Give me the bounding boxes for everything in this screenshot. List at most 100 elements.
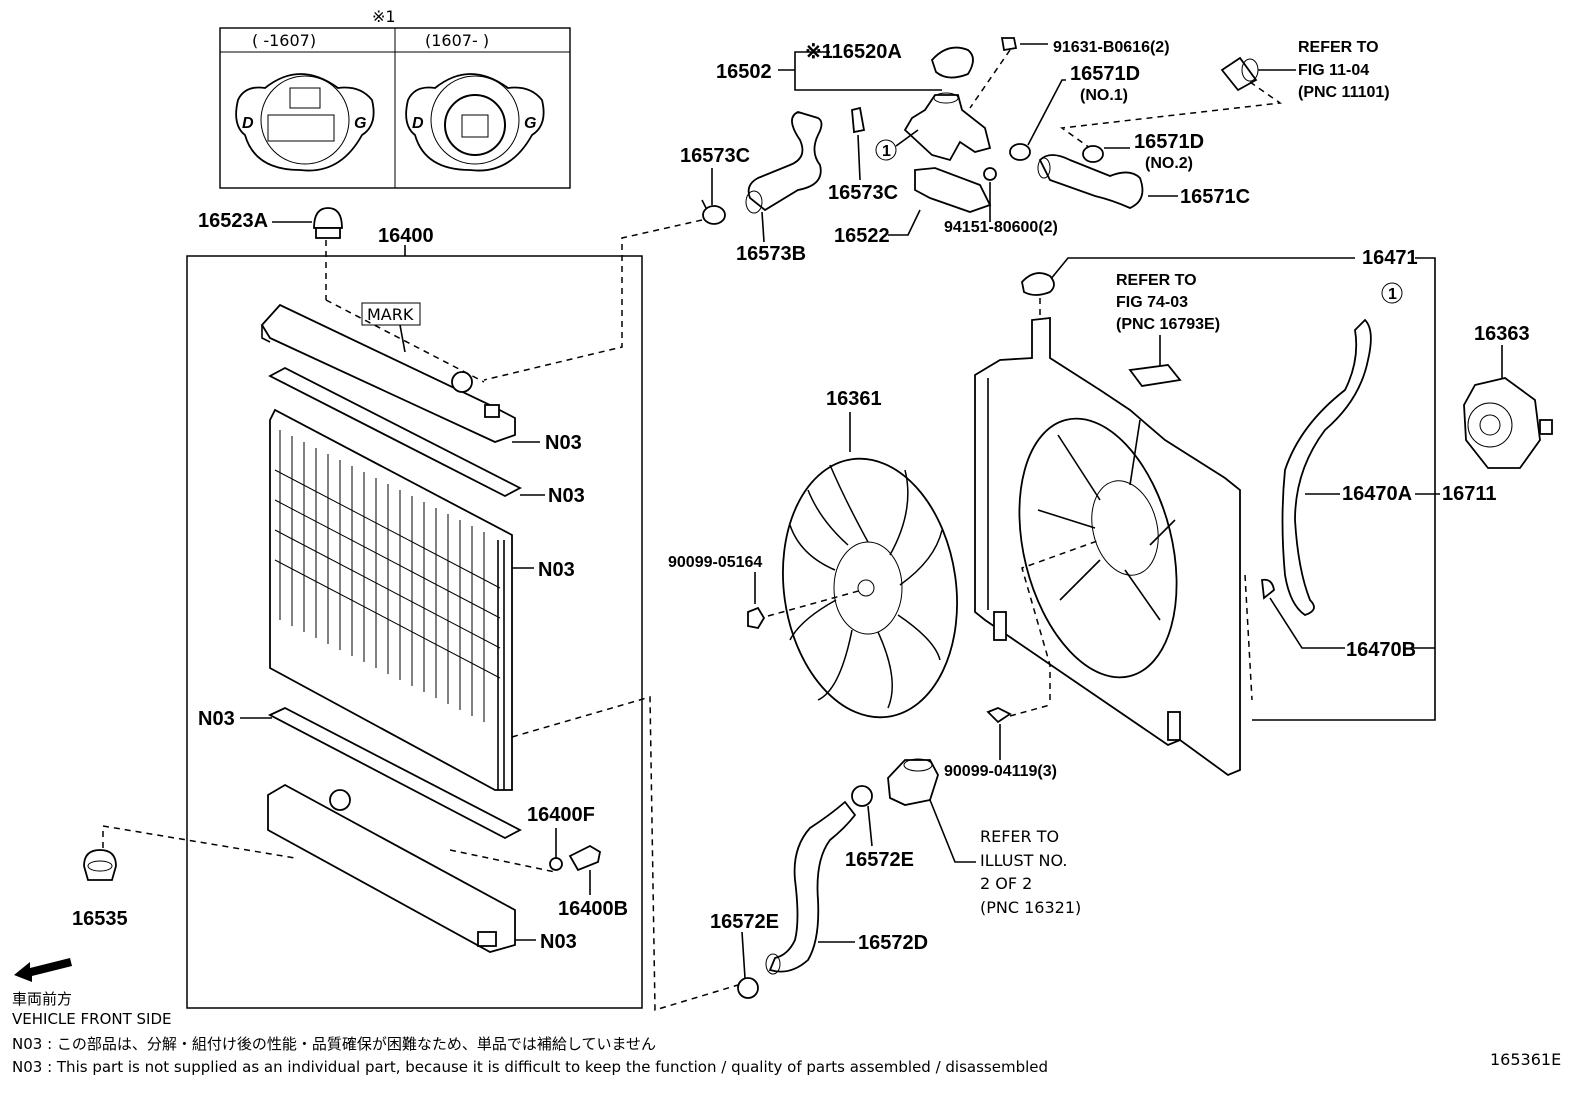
hose-clamp-16571D-no2 xyxy=(1082,145,1104,163)
vehicle-front-en: VEHICLE FRONT SIDE xyxy=(12,1010,172,1028)
refer3-line1: REFER TO xyxy=(980,827,1059,846)
label-16502: 16502 xyxy=(716,61,772,83)
label-16571D-no2: 16571D xyxy=(1134,131,1204,153)
lower-hose-16572D xyxy=(765,800,857,975)
svg-text:D: D xyxy=(242,115,254,132)
n03-note-jp: N03 : この部品は、分解・組付け後の性能・品質確保が困難なため、単品では補給… xyxy=(12,1035,657,1053)
label-16572E-upper: 16572E xyxy=(845,849,914,871)
label-16571D-no1: 16571D xyxy=(1070,63,1140,85)
refer1-line3: (PNC 11101) xyxy=(1298,84,1390,101)
label-90099-05164: 90099-05164 xyxy=(668,554,762,571)
label-90099-04119: 90099-04119(3) xyxy=(944,763,1057,780)
nut-94151 xyxy=(983,167,997,181)
hose-clamp-16573C-left xyxy=(701,199,726,225)
fan-motor-16363 xyxy=(1463,377,1553,469)
svg-text:D: D xyxy=(412,115,424,132)
vehicle-front-jp: 車両前方 xyxy=(12,990,73,1008)
label-16361: 16361 xyxy=(826,388,882,410)
n03-note-en: N03 : This part is not supplied as an in… xyxy=(12,1058,1049,1076)
label-16470A: 16470A xyxy=(1342,483,1412,505)
radiator-core xyxy=(269,408,513,791)
figure-code: 165361E xyxy=(1490,1050,1562,1069)
upper-hose-16573B xyxy=(745,111,823,214)
label-16400: 16400 xyxy=(378,225,434,247)
radiator-group: 16400 16523A MARK xyxy=(186,207,643,1009)
inset-marker: ※1 xyxy=(372,7,396,26)
label-16571C: 16571C xyxy=(1180,186,1250,208)
refer1-line1: REFER TO xyxy=(1298,39,1379,56)
svg-text:G: G xyxy=(524,115,536,132)
ref-circle-1-top xyxy=(875,139,897,161)
label-16572D: 16572D xyxy=(858,932,928,954)
refer2-line2: FIG 74-03 xyxy=(1116,294,1188,311)
water-outlet-16502 xyxy=(903,92,992,162)
fan-shroud-16711 xyxy=(974,316,1241,777)
cap-variants-inset: ※1 ( -1607) (1607- ) D G D G xyxy=(219,7,571,189)
hose-clamp-16572E-upper xyxy=(851,785,873,807)
reservoir-cap xyxy=(1021,272,1055,296)
refer2-line3: (PNC 16793E) xyxy=(1116,316,1220,333)
label-n03-upper-gasket: N03 xyxy=(548,485,585,507)
refer2-line1: REFER TO xyxy=(1116,272,1197,289)
bracket-16522 xyxy=(914,167,992,213)
label-16520A: ※116520A xyxy=(805,41,902,63)
label-16522: 16522 xyxy=(834,225,890,247)
label-n03-lower-gasket: N03 xyxy=(198,708,235,730)
ref-circle-1-right xyxy=(1381,282,1403,304)
label-16573C-right: 16573C xyxy=(828,182,898,204)
label-16535: 16535 xyxy=(72,908,128,930)
label-16573B: 16573B xyxy=(736,243,806,265)
o-ring-16400F xyxy=(549,857,563,871)
pressure-cap-16520A xyxy=(930,46,974,79)
lower-tank xyxy=(267,783,516,953)
refer3-line4: (PNC 16321) xyxy=(980,898,1081,917)
hose-clamp-16571D-no1 xyxy=(1009,143,1031,161)
refer3-line3: 2 OF 2 xyxy=(980,874,1032,893)
upper-tank xyxy=(260,303,516,443)
label-no2: (NO.2) xyxy=(1145,155,1193,172)
fan-16361 xyxy=(782,457,958,719)
label-16400B: 16400B xyxy=(558,898,628,920)
label-no1: (NO.1) xyxy=(1080,87,1128,104)
hose-16571C xyxy=(1037,154,1144,209)
reservoir-hose-16470A xyxy=(1281,318,1372,616)
label-16363: 16363 xyxy=(1474,323,1530,345)
label-16711: 16711 xyxy=(1442,483,1497,505)
ref-circle-1-right-text: 1 xyxy=(1388,286,1397,303)
label-91631: 91631-B0616(2) xyxy=(1053,39,1170,56)
lower-gasket xyxy=(267,706,522,840)
nut-90099-05164 xyxy=(747,606,766,630)
label-16523A: 16523A xyxy=(198,210,268,232)
refer3-line2: ILLUST NO. xyxy=(980,851,1067,870)
vehicle-front-arrow-icon xyxy=(14,958,72,982)
bolt-90099-04119 xyxy=(986,707,1012,724)
label-16471: 16471 xyxy=(1362,247,1418,269)
water-inlet-ref-16321 xyxy=(887,758,939,806)
mark-label: MARK xyxy=(367,305,414,324)
drain-cock-16400B xyxy=(568,844,602,872)
mark-callout: MARK xyxy=(361,302,421,353)
grommet-16535 xyxy=(83,849,117,881)
inset-left-header: ( -1607) xyxy=(252,31,316,50)
label-16573C-left: 16573C xyxy=(680,145,750,167)
label-n03-core: N03 xyxy=(538,559,575,581)
label-16470B: 16470B xyxy=(1346,639,1416,661)
radiator-cap-16523A xyxy=(313,207,343,239)
hose-clamp-16572E-lower xyxy=(737,977,759,999)
radiator-cap-old: D G xyxy=(235,73,375,172)
clip-16470B xyxy=(1261,578,1275,600)
bolt-91631 xyxy=(1000,37,1018,52)
label-16572E-lower: 16572E xyxy=(710,911,779,933)
svg-text:G: G xyxy=(354,115,366,132)
refer1-line2: FIG 11-04 xyxy=(1298,62,1369,79)
caution-label xyxy=(1128,364,1182,387)
upper-gasket xyxy=(268,366,522,498)
label-94151: 94151-80600(2) xyxy=(944,219,1058,236)
inset-right-header: (1607- ) xyxy=(425,31,489,50)
label-n03-upper-tank: N03 xyxy=(545,432,582,454)
water-pipe-ref-11101 xyxy=(1220,56,1259,92)
radiator-cap-new: D G xyxy=(405,73,545,172)
ref-circle-1-top-text: 1 xyxy=(882,143,891,160)
label-n03-lower-tank: N03 xyxy=(540,931,577,953)
label-16400F: 16400F xyxy=(527,804,595,826)
